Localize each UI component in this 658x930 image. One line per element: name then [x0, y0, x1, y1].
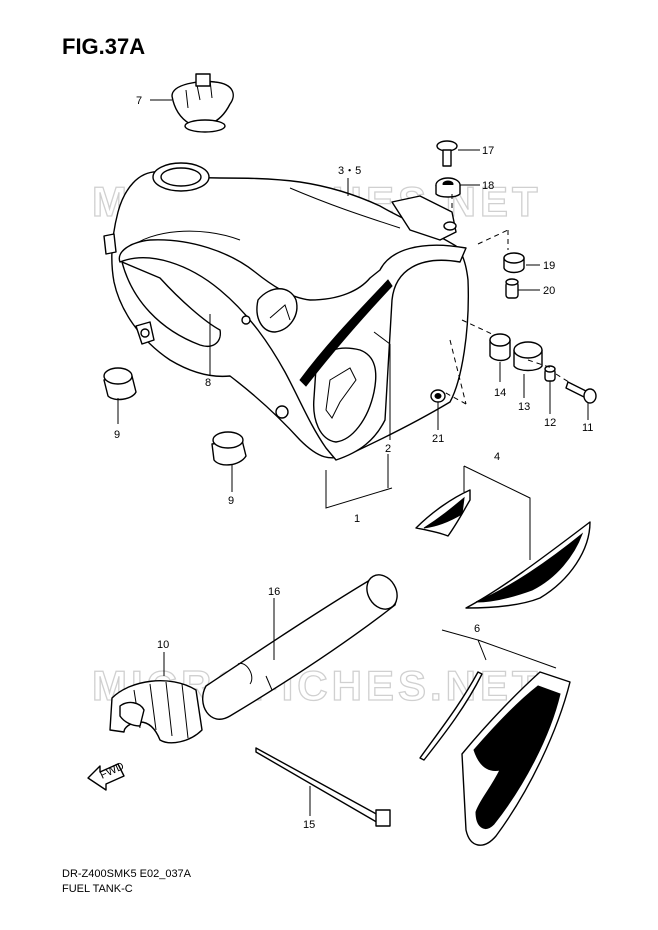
part-17-bolt	[565, 381, 597, 404]
callout-17: 11	[582, 422, 593, 434]
part-19-cushion	[513, 341, 543, 372]
leader-lines	[117, 99, 589, 816]
callout-7: 7	[136, 95, 142, 107]
callout-12: 16	[268, 586, 280, 598]
fwd-arrow: FWD	[87, 760, 126, 791]
figure-code: DR-Z400SMK5 E02_037A	[62, 868, 192, 880]
figure-name: FUEL TANK-C	[62, 883, 133, 895]
callout-19: 13	[518, 401, 530, 413]
callout-11: 15	[303, 819, 315, 831]
callout-3-5: 3・5	[338, 165, 361, 177]
callout-labels: 7 17 18 3・5 19 20 8 9 9 14 13 12 11 21 2…	[114, 95, 593, 831]
callout-10: 10	[157, 639, 169, 651]
part-7-fuel-cap	[171, 73, 234, 133]
callout-13: 17	[482, 145, 494, 157]
part-9-rubber-a	[103, 367, 137, 401]
part-16-collar	[505, 278, 519, 299]
part-9-rubber-b	[211, 431, 247, 466]
callout-1: 1	[354, 513, 360, 525]
callout-14: 18	[482, 180, 494, 192]
callout-18: 12	[544, 417, 556, 429]
part-10-cushion-block	[109, 680, 203, 744]
callout-15: 19	[543, 260, 555, 272]
tank-shroud	[118, 239, 467, 461]
part-13-bolt	[436, 140, 458, 167]
part-11-cable-tie	[255, 747, 391, 827]
callout-6: 6	[474, 623, 480, 635]
callout-4: 4	[494, 451, 500, 463]
callout-20: 14	[494, 387, 506, 399]
callout-21: 21	[432, 433, 444, 445]
callout-8: 8	[205, 377, 211, 389]
callout-2: 2	[385, 443, 391, 455]
part-15-cushion	[503, 252, 525, 274]
callout-16: 20	[543, 285, 555, 297]
part-4-decal-set	[415, 489, 591, 609]
part-6-decal-set	[419, 671, 571, 846]
callout-9-b: 9	[228, 495, 234, 507]
callout-9-a: 9	[114, 429, 120, 441]
part-14-grommet	[435, 177, 461, 198]
part-12-protector	[201, 574, 398, 720]
part-18-collar	[544, 365, 556, 382]
part-21-nut	[430, 389, 446, 403]
figure-title: FIG.37A	[62, 34, 146, 59]
part-20-cushion	[489, 333, 511, 362]
